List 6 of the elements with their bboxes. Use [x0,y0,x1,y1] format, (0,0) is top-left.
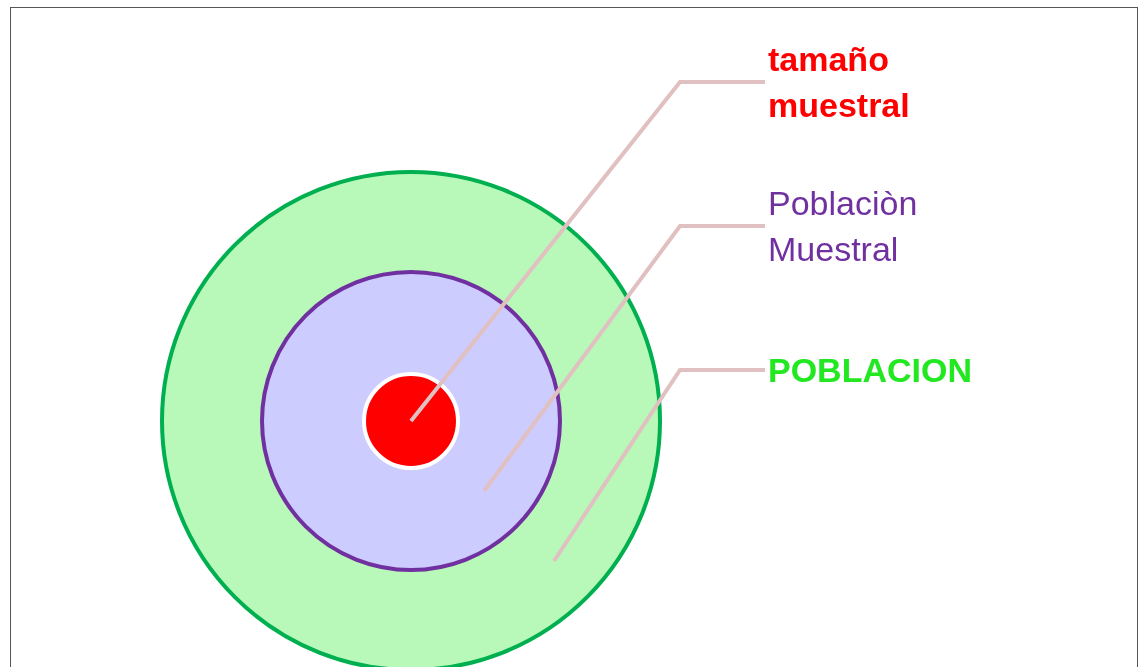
leader-line [482,224,765,493]
callout-label: POBLACION [768,347,968,393]
callout-label: tamaño muestral [768,36,968,128]
leader-line [552,368,765,563]
callout-label: Poblaciòn Muestral [768,180,968,272]
leader-line [409,80,765,423]
